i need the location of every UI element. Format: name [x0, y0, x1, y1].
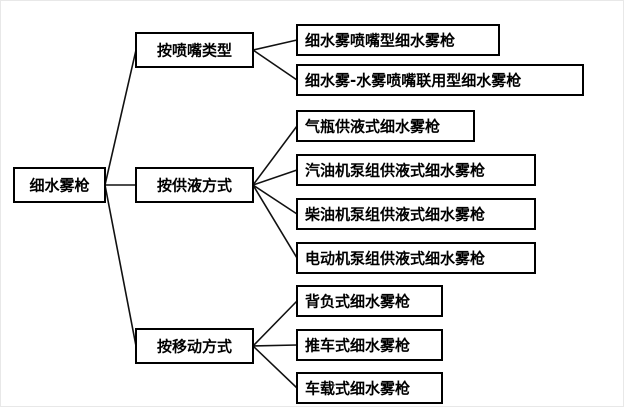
- edge-mobility-to-trolley: [252, 344, 298, 347]
- cat-mobility-label: 按移动方式: [157, 338, 232, 356]
- leaf-cylinder-label: 气瓶供液式细水雾枪: [304, 118, 440, 136]
- node-root[interactable]: 细水雾枪: [13, 167, 106, 203]
- edges-nozzle-type-to-leaves: [252, 39, 298, 81]
- edge-root-to-nozzle-type: [104, 49, 137, 186]
- edges-mobility-to-leaves: [252, 300, 298, 389]
- leaf-vehicle-label: 车载式细水雾枪: [305, 380, 410, 398]
- leaf-mist-water-combined-label: 细水雾-水雾喷嘴联用型细水雾枪: [305, 72, 521, 90]
- edge-mobility-to-vehicle: [252, 345, 298, 389]
- leaf-cylinder-box[interactable]: [296, 110, 475, 142]
- leaf-gasoline-pump-label: 汽油机泵组供液式细水雾枪: [305, 162, 485, 180]
- node-leaf-mist-nozzle[interactable]: 细水雾喷嘴型细水雾枪: [296, 24, 500, 56]
- cat-liquid-supply-label: 按供液方式: [157, 177, 232, 195]
- leaf-mist-nozzle-box[interactable]: [296, 24, 500, 56]
- cat-mobility-box[interactable]: [135, 328, 254, 364]
- edge-root-to-mobility: [104, 184, 137, 347]
- edges-root-to-categories: [104, 49, 137, 347]
- leaf-mist-nozzle-label: 细水雾喷嘴型细水雾枪: [305, 32, 455, 50]
- node-leaf-diesel-pump[interactable]: 柴油机泵组供液式细水雾枪: [296, 198, 536, 230]
- leaf-diesel-pump-label: 柴油机泵组供液式细水雾枪: [304, 206, 485, 224]
- leaf-trolley-label: 推车式细水雾枪: [305, 337, 410, 355]
- leaf-trolley-box[interactable]: [296, 329, 443, 361]
- root-node-label: 细水雾枪: [29, 177, 89, 195]
- node-cat-mobility[interactable]: 按移动方式: [135, 328, 254, 364]
- edge-liquid-supply-to-electric-pump: [252, 184, 298, 259]
- leaf-electric-pump-box[interactable]: [296, 242, 536, 274]
- node-leaf-cylinder[interactable]: 气瓶供液式细水雾枪: [296, 110, 475, 142]
- edge-liquid-supply-to-gasoline-pump: [252, 169, 298, 186]
- leaf-diesel-pump-box[interactable]: [296, 198, 536, 230]
- edge-liquid-supply-to-cylinder: [252, 125, 298, 186]
- leaf-gasoline-pump-box[interactable]: [296, 154, 536, 186]
- node-cat-liquid-supply[interactable]: 按供液方式: [135, 167, 254, 203]
- leaf-backpack-label: 背负式细水雾枪: [305, 293, 410, 311]
- cat-nozzle-type-box[interactable]: [135, 32, 254, 68]
- node-leaf-gasoline-pump[interactable]: 汽油机泵组供液式细水雾枪: [296, 154, 536, 186]
- cat-liquid-supply-box[interactable]: [135, 167, 254, 203]
- edge-nozzle-type-to-mist-nozzle: [252, 39, 298, 51]
- node-leaf-mist-water-combined[interactable]: 细水雾-水雾喷嘴联用型细水雾枪: [296, 64, 584, 96]
- leaf-backpack-box[interactable]: [296, 285, 443, 317]
- leaf-vehicle-box[interactable]: [296, 372, 443, 404]
- node-cat-nozzle-type[interactable]: 按喷嘴类型: [135, 32, 254, 68]
- cat-nozzle-type-label: 按喷嘴类型: [157, 42, 232, 60]
- edge-liquid-supply-to-diesel-pump: [252, 184, 298, 215]
- node-leaf-backpack[interactable]: 背负式细水雾枪: [296, 285, 443, 317]
- node-leaf-vehicle[interactable]: 车载式细水雾枪: [296, 372, 443, 404]
- root-node-box[interactable]: [13, 167, 106, 203]
- node-leaf-electric-pump[interactable]: 电动机泵组供液式细水雾枪: [296, 242, 536, 274]
- leaf-mist-water-combined-box[interactable]: [296, 64, 584, 96]
- node-leaf-trolley[interactable]: 推车式细水雾枪: [296, 329, 443, 361]
- edges-liquid-supply-to-leaves: [252, 125, 298, 259]
- edge-mobility-to-backpack: [252, 300, 298, 347]
- edge-nozzle-type-to-mist-water-combined: [252, 49, 298, 81]
- leaf-electric-pump-label: 电动机泵组供液式细水雾枪: [305, 250, 485, 268]
